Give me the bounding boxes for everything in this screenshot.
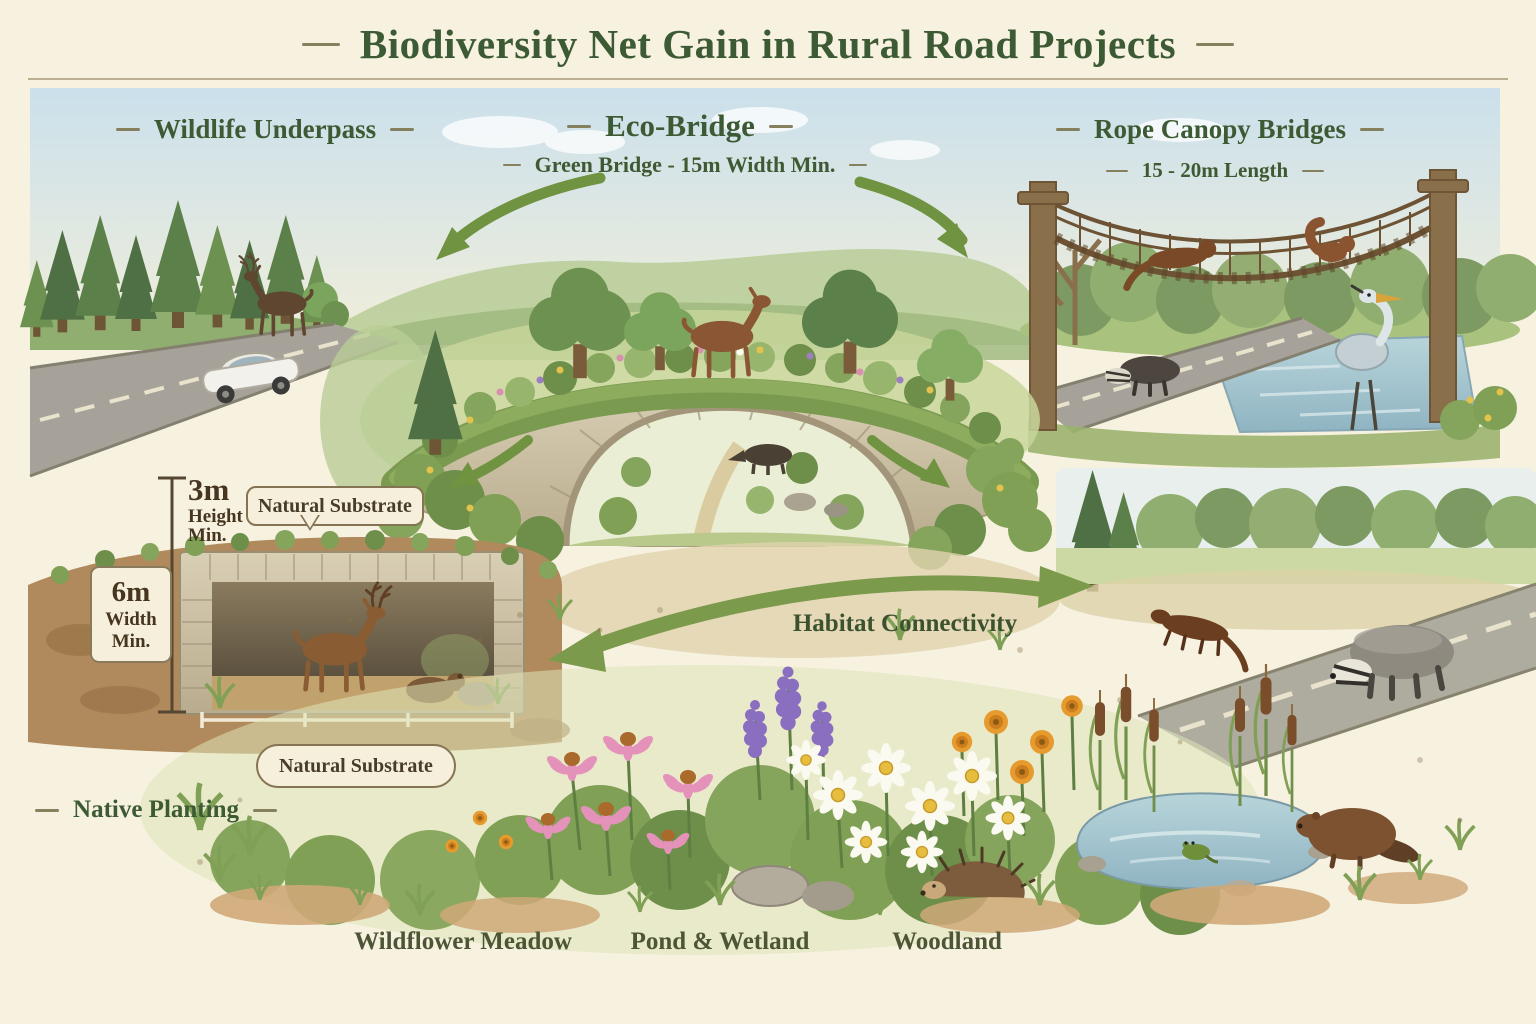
rope-scene-road <box>1027 316 1341 434</box>
bridge-end-arrows <box>450 435 950 488</box>
foreground-rocks-dirt <box>210 865 1468 933</box>
habitat-connectivity-arrow <box>548 566 1094 672</box>
pond-wetland-text: Pond & Wetland <box>630 928 810 955</box>
roof-flowers <box>466 346 934 424</box>
eco-bridge <box>376 267 1052 570</box>
eco-bridge-label: Eco-Bridge <box>605 108 755 143</box>
woodland-label: Woodland <box>860 928 1034 956</box>
height-label-1: Height <box>188 505 243 527</box>
height-bracket <box>158 476 186 714</box>
height-value: 3m <box>188 472 230 507</box>
culvert-joints <box>182 554 522 689</box>
weasel <box>1150 609 1249 673</box>
page-title-row: Biodiversity Net Gain in Rural Road Proj… <box>0 20 1536 68</box>
native-planting-text: Native Planting <box>73 796 239 823</box>
pond <box>1076 662 1419 896</box>
rope-canopy-label: Rope Canopy Bridges <box>1093 114 1347 144</box>
section-label-eco-bridge: Eco-Bridge <box>520 108 840 144</box>
wildflower-meadow-text: Wildflower Meadow <box>354 928 572 955</box>
rope-scene-grass <box>1028 420 1500 468</box>
right-corner-plants <box>1440 386 1517 440</box>
section-label-wildlife-underpass: Wildlife Underpass <box>100 114 430 145</box>
badger <box>1330 625 1454 701</box>
squirrel-on-rope <box>1305 217 1355 262</box>
page-title: Biodiversity Net Gain in Rural Road Proj… <box>359 21 1177 67</box>
title-rule <box>28 78 1508 80</box>
rope-bridge <box>1017 169 1469 431</box>
bare-tree <box>1040 238 1102 345</box>
habitat-connectivity-label: Habitat Connectivity <box>768 610 1042 638</box>
rope-canopy-sublabel: 15 - 20m Length <box>1141 158 1289 182</box>
wildflower-meadow-label: Wildflower Meadow <box>336 928 590 956</box>
car <box>202 351 300 404</box>
frog <box>1182 841 1219 864</box>
woodland-text: Woodland <box>892 928 1002 955</box>
pond-wetland-label: Pond & Wetland <box>610 928 830 956</box>
section-sublabel-eco-bridge: Green Bridge - 15m Width Min. <box>495 152 875 178</box>
rope-bridge-scene <box>1017 169 1536 468</box>
height-label-2: Min. <box>188 525 227 547</box>
eco-bridge-sublabel: Green Bridge - 15m Width Min. <box>534 152 836 177</box>
native-planting-label: Native Planting <box>36 796 276 824</box>
width-measurement: 6m Width Min. <box>90 566 172 664</box>
section-label-rope-canopy: Rope Canopy Bridges <box>1040 114 1400 145</box>
marten-on-rope <box>1123 239 1217 292</box>
natural-substrate-top-text: Natural Substrate <box>258 494 412 517</box>
natural-substrate-bottom-text: Natural Substrate <box>279 754 433 777</box>
width-label-2: Min. <box>111 631 151 653</box>
animal-in-arch <box>728 444 792 475</box>
wildlife-underpass-label: Wildlife Underpass <box>153 114 377 144</box>
eco-bridge-label-arrows <box>436 172 968 260</box>
height-measurement: 3m Height Min. <box>188 472 243 547</box>
badger-crossing-road <box>1105 356 1180 397</box>
mound-grass <box>51 530 557 584</box>
heron <box>1335 284 1404 431</box>
beaver <box>1296 808 1419 871</box>
section-sublabel-rope-canopy: 15 - 20m Length <box>1080 158 1350 183</box>
natural-substrate-callout-top: Natural Substrate <box>246 486 424 531</box>
habitat-connectivity-text: Habitat Connectivity <box>792 610 1018 637</box>
hedgehog <box>920 846 1036 899</box>
width-value: 6m <box>111 576 151 608</box>
natural-substrate-callout-bottom: Natural Substrate <box>256 744 456 788</box>
width-label-1: Width <box>105 609 157 631</box>
